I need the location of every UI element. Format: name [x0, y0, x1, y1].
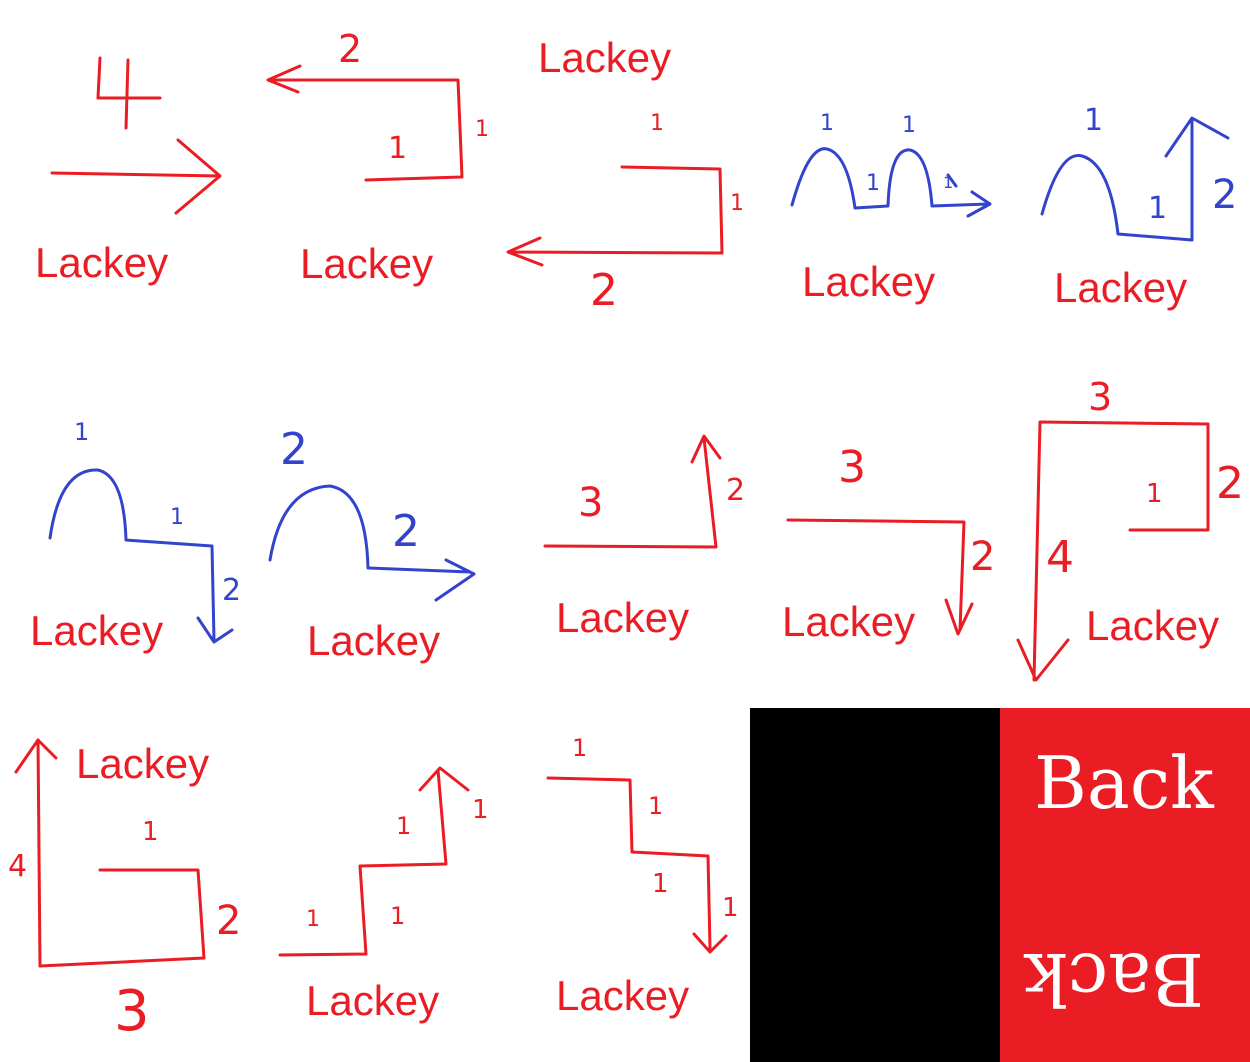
- lackey-label: Lackey: [306, 977, 439, 1024]
- number-1: 1: [820, 111, 834, 136]
- path-line: [48, 468, 234, 644]
- number-2: 2: [338, 27, 362, 71]
- path-line: [546, 776, 728, 954]
- diagram-8: 3 2 Lackey: [543, 434, 745, 641]
- card-back: Back Back: [750, 708, 1250, 1062]
- number-4: 4: [1046, 532, 1074, 583]
- number-1: 1: [388, 131, 407, 166]
- path-line: [266, 64, 464, 182]
- number-2: 2: [970, 534, 995, 580]
- number-1: 1: [722, 893, 739, 923]
- diagram-11: 1 4 2 3 Lackey: [8, 738, 241, 1044]
- diagram-3: 1 1 2: [506, 111, 744, 316]
- number-1: 1: [306, 907, 320, 932]
- lackey-label: Lackey: [300, 240, 433, 287]
- card-back-black-panel: [750, 708, 1000, 1062]
- lackey-label: Lackey: [556, 972, 689, 1019]
- number-2: 2: [280, 424, 308, 475]
- arrow-right: [50, 138, 222, 215]
- lackey-label: Lackey: [802, 258, 935, 305]
- number-1: 1: [1148, 191, 1167, 226]
- number-1: 1: [902, 113, 916, 138]
- diagram-6: 1 1 2 Lackey: [30, 418, 241, 654]
- diagram-9: 3 2 Lackey: [782, 442, 995, 645]
- number-1: 1: [142, 817, 159, 847]
- lackey-label: Lackey: [1054, 264, 1187, 311]
- lackey-label: Lackey: [307, 617, 440, 664]
- number-3: 3: [114, 979, 150, 1044]
- number-1: 1: [1146, 479, 1163, 509]
- number-2: 2: [590, 265, 618, 316]
- number-3: 3: [1088, 375, 1112, 419]
- diagram-4: 1 1 1 1 Lackey: [790, 111, 992, 305]
- path-line: [543, 434, 722, 549]
- path-line: [1040, 116, 1230, 242]
- card-back-red-panel: [1000, 708, 1250, 1062]
- number-4-glyph: [96, 56, 162, 130]
- number-1: 1: [390, 902, 405, 930]
- back-text-mirrored: Back: [1023, 937, 1204, 1021]
- diagram-12: 1 1 1 1 Lackey: [278, 766, 489, 1024]
- number-1: 1: [650, 111, 664, 136]
- number-1: 1: [170, 505, 184, 530]
- number-1: 1: [648, 792, 663, 820]
- lackey-label: Lackey: [76, 740, 209, 787]
- number-1: 1: [475, 117, 489, 142]
- lackey-label: Lackey: [556, 594, 689, 641]
- diagram-10: 3 1 2 4 Lackey: [1016, 375, 1244, 682]
- diagram-7: 2 2 Lackey: [268, 424, 476, 664]
- lackey-label: Lackey: [35, 239, 168, 286]
- number-2: 2: [1216, 458, 1244, 509]
- path-line: [786, 518, 974, 636]
- number-1: 1: [396, 812, 411, 840]
- number-2: 2: [392, 506, 420, 557]
- diagram-13: 1 1 1 1 Lackey: [546, 734, 739, 1019]
- path-line: [268, 484, 476, 602]
- number-2: 2: [726, 473, 745, 508]
- diagram-1: 4 Lackey: [35, 56, 222, 286]
- lackey-label: Lackey: [782, 598, 915, 645]
- number-3: 3: [578, 480, 603, 526]
- number-1: 1: [652, 869, 669, 899]
- number-1: 1: [74, 418, 89, 446]
- number-2: 2: [216, 898, 241, 944]
- path-line: [278, 766, 470, 957]
- number-1: 1: [866, 171, 880, 196]
- number-2: 2: [222, 573, 241, 608]
- number-2: 2: [1212, 172, 1237, 218]
- number-1: 1: [472, 795, 489, 825]
- path-line: [1016, 420, 1210, 682]
- path-line: [790, 147, 992, 218]
- lackey-label: Lackey: [30, 607, 163, 654]
- lackey-label: Lackey: [538, 34, 671, 81]
- lackey-label: Lackey: [1086, 602, 1219, 649]
- number-1: 1: [943, 173, 953, 192]
- diagram-2: 2 1 1 Lackey: [266, 27, 489, 287]
- path-line: [506, 165, 724, 267]
- diagram-5: 1 1 2 Lackey: [1040, 103, 1237, 311]
- number-1: 1: [1084, 103, 1103, 138]
- number-1: 1: [572, 734, 587, 762]
- path-line: [14, 738, 206, 968]
- back-text: Back: [1034, 741, 1215, 825]
- number-4: 4: [8, 849, 27, 884]
- number-1: 1: [730, 191, 744, 216]
- number-3: 3: [838, 442, 866, 493]
